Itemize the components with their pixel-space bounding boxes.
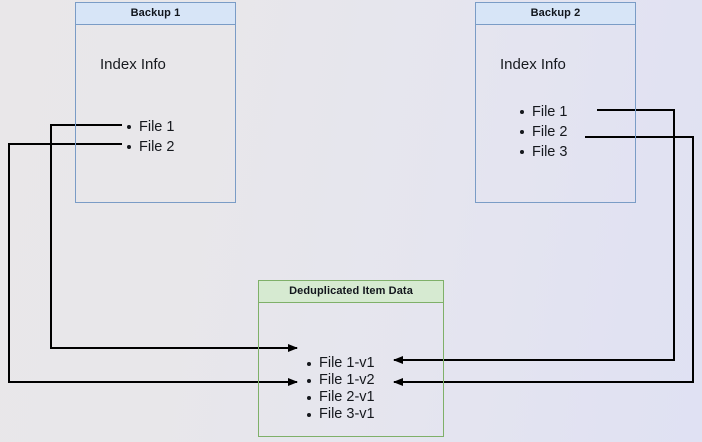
connector-backup2-file2-to-file2v1 [393,136,694,386]
list-item: File 1-v2 [307,372,375,389]
node-backup-2-subtitle: Index Info [500,56,566,73]
node-backup-1-body: Index Info File 1 File 2 [76,25,235,202]
node-backup-2[interactable]: Backup 2 Index Info File 1 File 2 File 3 [475,2,636,203]
node-backup-1-title: Backup 1 [76,3,235,25]
list-item: File 1 [127,117,174,137]
connector-backup1-file1-to-file1v1 [50,124,298,352]
list-item: File 3 [520,142,567,162]
node-backup-2-body: Index Info File 1 File 2 File 3 [476,25,635,202]
node-deduplicated-item-data-file-list: File 1-v1 File 1-v2 File 2-v1 File 3-v1 [307,355,375,423]
node-deduplicated-item-data[interactable]: Deduplicated Item Data File 1-v1 File 1-… [258,280,444,437]
list-item: File 1 [520,102,567,122]
list-item: File 3-v1 [307,406,375,423]
list-item: File 2-v1 [307,389,375,406]
node-backup-1-subtitle: Index Info [100,56,166,73]
node-backup-1-file-list: File 1 File 2 [127,117,174,157]
list-item: File 2 [520,122,567,142]
connector-backup1-file2-to-file2v1 [8,143,298,386]
list-item: File 1-v1 [307,355,375,372]
node-deduplicated-item-data-title: Deduplicated Item Data [259,281,443,303]
node-deduplicated-item-data-body: File 1-v1 File 1-v2 File 2-v1 File 3-v1 [259,303,443,436]
node-backup-2-file-list: File 1 File 2 File 3 [520,102,567,162]
node-backup-2-title: Backup 2 [476,3,635,25]
node-backup-1[interactable]: Backup 1 Index Info File 1 File 2 [75,2,236,203]
list-item: File 2 [127,137,174,157]
